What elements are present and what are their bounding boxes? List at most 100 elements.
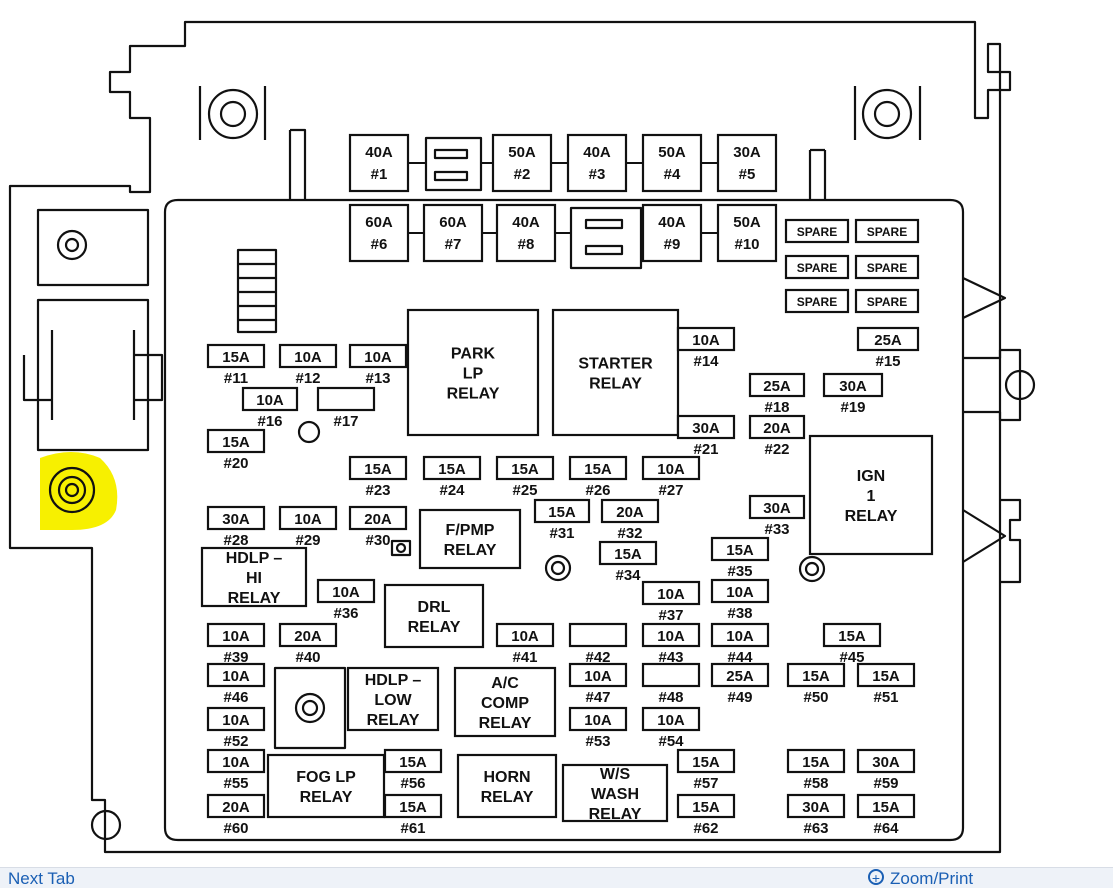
fuse-body bbox=[641, 580, 701, 606]
fuse-47: 10A#47 bbox=[568, 662, 628, 706]
fuse-number: #22 bbox=[764, 441, 789, 458]
fuse-rating: 15A bbox=[802, 754, 830, 771]
fuse-rating: 30A bbox=[763, 500, 791, 517]
fuse-38: 10A#38 bbox=[710, 578, 770, 622]
spare-label: SPARE bbox=[867, 295, 907, 309]
fuse-14: 10A#14 bbox=[676, 326, 736, 370]
right-tab-lower bbox=[962, 498, 1022, 584]
fuse-number: #31 bbox=[549, 525, 574, 542]
next-tab-link[interactable]: Next Tab bbox=[8, 869, 75, 888]
fuse-32: 20A#32 bbox=[600, 498, 660, 542]
fuse-rating: 30A bbox=[872, 754, 900, 771]
relay-label-line: RELAY bbox=[589, 806, 642, 823]
fuse-rating: 10A bbox=[657, 712, 685, 729]
fuse-body bbox=[206, 505, 266, 531]
fuse-body bbox=[676, 748, 736, 774]
fuse-6: 60A#6 bbox=[348, 203, 410, 263]
relay-body bbox=[200, 546, 308, 608]
fuse-number: #19 bbox=[840, 399, 865, 416]
fuse-rating: 10A bbox=[692, 332, 720, 349]
fuse-4: 50A#4 bbox=[641, 133, 703, 193]
fuse-body bbox=[422, 455, 482, 481]
relay-label-line: COMP bbox=[481, 695, 529, 712]
fuse-49: 25A#49 bbox=[710, 662, 770, 706]
fuse-58: 15A#58 bbox=[786, 748, 846, 792]
fuse-64: 15A#64 bbox=[856, 793, 916, 837]
fuse-number: #39 bbox=[223, 649, 248, 666]
fuse-rating: 15A bbox=[399, 754, 427, 771]
relay-label-line: RELAY bbox=[845, 508, 898, 525]
fuse-body bbox=[710, 536, 770, 562]
spare-slot-body bbox=[854, 218, 920, 244]
relay-label-line: RELAY bbox=[444, 542, 497, 559]
fuse-number: #53 bbox=[585, 733, 610, 750]
fuse-body bbox=[316, 386, 376, 412]
fuse-rating: 15A bbox=[222, 349, 250, 366]
fuse-12: 10A#12 bbox=[278, 343, 338, 387]
fuse-29: 10A#29 bbox=[278, 505, 338, 549]
fuse-body bbox=[206, 662, 266, 688]
fuse-rating: 15A bbox=[399, 799, 427, 816]
fuse-13: 10A#13 bbox=[348, 343, 408, 387]
fuse-rating: 15A bbox=[438, 461, 466, 478]
fuse-number: #17 bbox=[333, 413, 358, 430]
relay-body bbox=[383, 583, 485, 649]
fuse-57: 15A#57 bbox=[676, 748, 736, 792]
fuse-body bbox=[278, 343, 338, 369]
fuse-rating: 40A bbox=[365, 144, 393, 161]
fuse-body bbox=[641, 662, 701, 688]
fuse-22: 20A#22 bbox=[748, 414, 806, 458]
relay-label-line: RELAY bbox=[589, 376, 642, 393]
spare-fuse-slot: SPARE bbox=[854, 288, 920, 314]
fuse-body bbox=[710, 578, 770, 604]
relay-body bbox=[808, 434, 934, 556]
fuse-number: #28 bbox=[223, 532, 248, 549]
fuse-number: #48 bbox=[658, 689, 683, 706]
fuse-rating: 50A bbox=[658, 144, 686, 161]
fuse-rating: 20A bbox=[616, 504, 644, 521]
fuse-number: #55 bbox=[223, 775, 248, 792]
fuse-number: #46 bbox=[223, 689, 248, 706]
fuse-body bbox=[822, 372, 884, 398]
fuse-rating: 10A bbox=[726, 584, 754, 601]
fuse-number: #56 bbox=[400, 775, 425, 792]
fuse-body bbox=[748, 414, 806, 440]
fuse-body bbox=[716, 203, 778, 263]
fuse-rating: 15A bbox=[726, 542, 754, 559]
fuse-body bbox=[568, 622, 628, 648]
fuse-18: 25A#18 bbox=[748, 372, 806, 416]
fuse-number: #16 bbox=[257, 413, 282, 430]
relay-label-line: FOG LP bbox=[296, 769, 356, 786]
fuse-51: 15A#51 bbox=[856, 662, 916, 706]
fuse-42: #42 bbox=[568, 622, 628, 666]
fuse-number: #6 bbox=[371, 236, 388, 253]
fuse-37: 10A#37 bbox=[641, 580, 701, 624]
spare-fuse-slot: SPARE bbox=[854, 218, 920, 244]
fuse-number: #43 bbox=[658, 649, 683, 666]
fuse-number: #59 bbox=[873, 775, 898, 792]
relay-label-line: RELAY bbox=[300, 789, 353, 806]
fuse-number: #64 bbox=[873, 820, 899, 837]
fuse-number: #25 bbox=[512, 482, 537, 499]
fuse-body bbox=[856, 748, 916, 774]
fuse-number: #29 bbox=[295, 532, 320, 549]
relay-label-line: W/S bbox=[600, 766, 631, 783]
fuse-rating: 10A bbox=[657, 628, 685, 645]
fuse-30: 20A#30 bbox=[348, 505, 408, 549]
zoom-print-link[interactable]: +Zoom/Print bbox=[868, 869, 973, 888]
fuse-body bbox=[348, 505, 408, 531]
fuse-rating: 30A bbox=[733, 144, 761, 161]
right-tab-upper bbox=[962, 277, 1007, 319]
fuse-3: 40A#3 bbox=[566, 133, 628, 193]
fuse-34: 15A#34 bbox=[598, 540, 658, 584]
fuse-17: #17 bbox=[316, 386, 376, 430]
spare-label: SPARE bbox=[797, 225, 837, 239]
fuse-body bbox=[716, 133, 778, 193]
fuse-body bbox=[710, 662, 770, 688]
relay-label-line: PARK bbox=[451, 346, 496, 363]
fuse-number: #35 bbox=[727, 563, 752, 580]
